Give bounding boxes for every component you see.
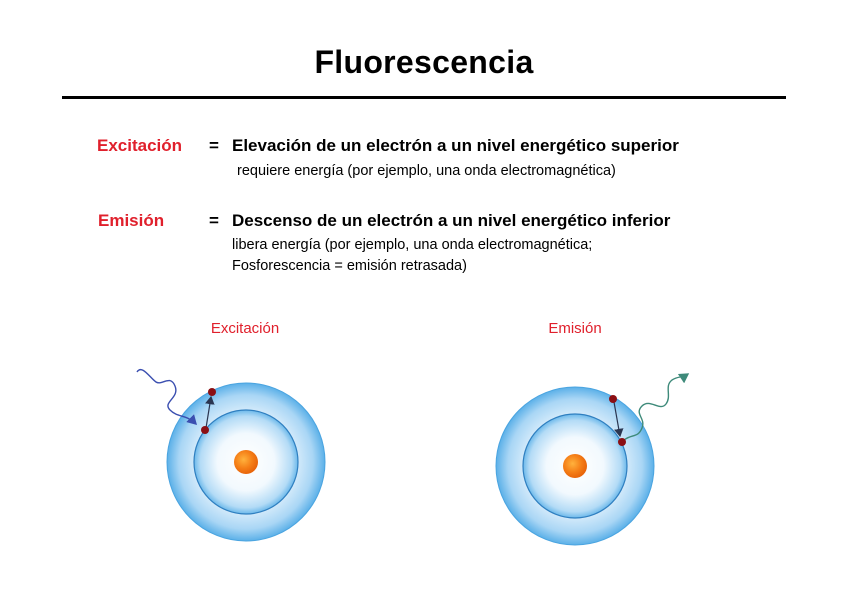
electron-upper	[208, 388, 216, 396]
nucleus	[234, 450, 258, 474]
electron-upper	[609, 395, 617, 403]
excitation-atom	[137, 370, 325, 541]
nucleus	[563, 454, 587, 478]
emission-atom	[496, 374, 688, 545]
electron-lower	[618, 438, 626, 446]
electron-lower	[201, 426, 209, 434]
